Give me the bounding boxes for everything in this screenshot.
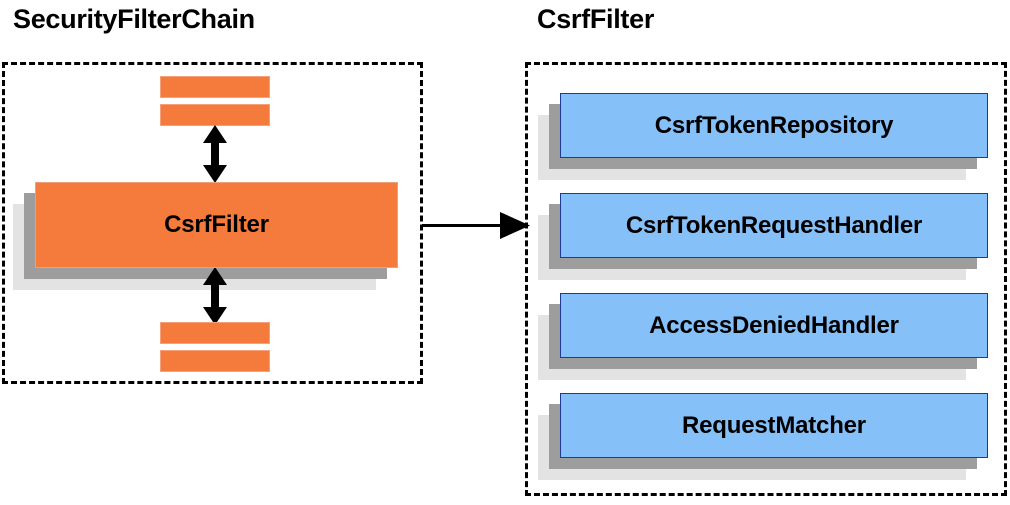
component-box-label: CsrfTokenRepository	[654, 111, 894, 139]
csrf-filter-box[interactable]: CsrfFilter	[13, 182, 398, 290]
page-title-csrf-filter: CsrfFilter	[537, 4, 655, 34]
box-face: AccessDeniedHandler	[560, 293, 988, 358]
filter-bar-bottom-2	[160, 350, 270, 372]
security-filter-chain-panel	[2, 62, 423, 384]
component-box-access-denied-handler[interactable]: AccessDeniedHandler	[538, 293, 988, 380]
double-arrow-down	[203, 267, 227, 325]
component-box-request-matcher[interactable]: RequestMatcher	[538, 393, 988, 480]
box-face: CsrfTokenRepository	[560, 93, 988, 158]
component-box-csrf-token-request-handler[interactable]: CsrfTokenRequestHandler	[538, 193, 988, 280]
box-face: CsrfTokenRequestHandler	[560, 193, 988, 258]
component-box-label: CsrfTokenRequestHandler	[625, 211, 923, 239]
csrf-filter-box-label: CsrfFilter	[164, 211, 269, 238]
double-arrow-up	[203, 125, 227, 183]
page-title-security-filter-chain: SecurityFilterChain	[13, 4, 255, 34]
box-face: RequestMatcher	[560, 393, 988, 458]
filter-bar-top-2	[160, 104, 270, 126]
expansion-arrow	[422, 212, 530, 239]
csrf-filter-collaborators-panel	[525, 62, 1007, 496]
filter-bar-top-1	[160, 76, 270, 98]
component-box-label: RequestMatcher	[682, 411, 866, 439]
component-box-label: AccessDeniedHandler	[649, 311, 899, 339]
component-box-csrf-token-repository[interactable]: CsrfTokenRepository	[538, 93, 988, 180]
box-face: CsrfFilter	[35, 182, 398, 268]
filter-bar-bottom-1	[160, 322, 270, 344]
